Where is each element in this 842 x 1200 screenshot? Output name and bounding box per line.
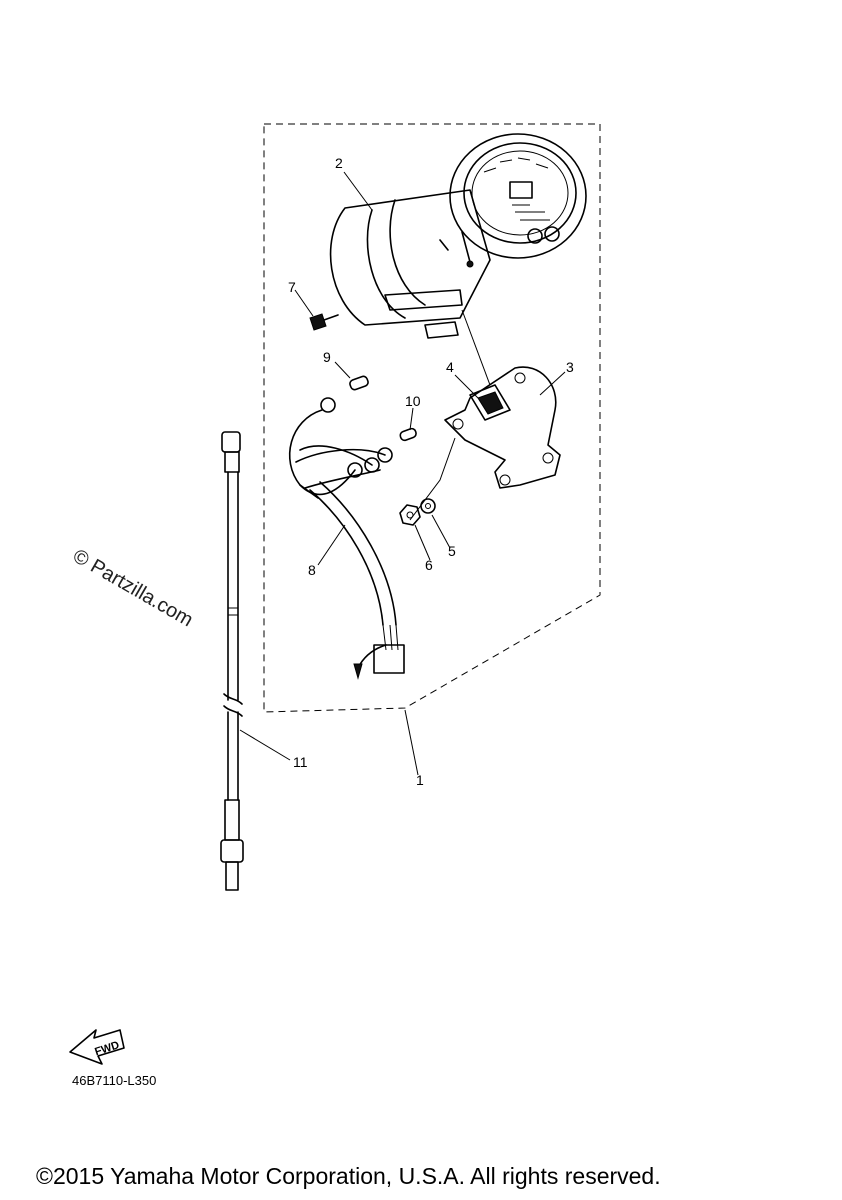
callout-7: 7 [288,279,296,295]
meter-assembly[interactable] [329,133,587,339]
meter-cable[interactable] [220,431,244,891]
assembly-boundary [263,123,601,713]
callout-2: 2 [335,155,343,171]
callout-11: 11 [293,754,308,770]
screw[interactable] [309,313,339,331]
nut[interactable] [399,504,421,526]
callout-8: 8 [308,562,316,578]
callout-10: 10 [405,393,421,409]
copyright-notice: ©2015 Yamaha Motor Corporation, U.S.A. A… [36,1163,661,1189]
wire-harness[interactable] [288,397,405,680]
fwd-label: FWD [93,1039,121,1058]
leader-lines [239,171,566,776]
fwd-arrow-icon: FWD [69,1029,125,1065]
callout-6: 6 [425,557,433,573]
bracket[interactable] [444,366,561,489]
bulb-10[interactable] [399,427,417,442]
callout-5: 5 [448,543,456,559]
callout-3: 3 [566,359,574,375]
bulb-9[interactable] [349,375,369,391]
callout-1: 1 [416,772,424,788]
washer-hole [425,503,431,509]
callout-9: 9 [323,349,331,365]
reference-code: 46B7110-L350 [72,1073,157,1088]
washer[interactable] [420,498,436,514]
grommet[interactable] [469,384,511,421]
callout-4: 4 [446,359,454,375]
